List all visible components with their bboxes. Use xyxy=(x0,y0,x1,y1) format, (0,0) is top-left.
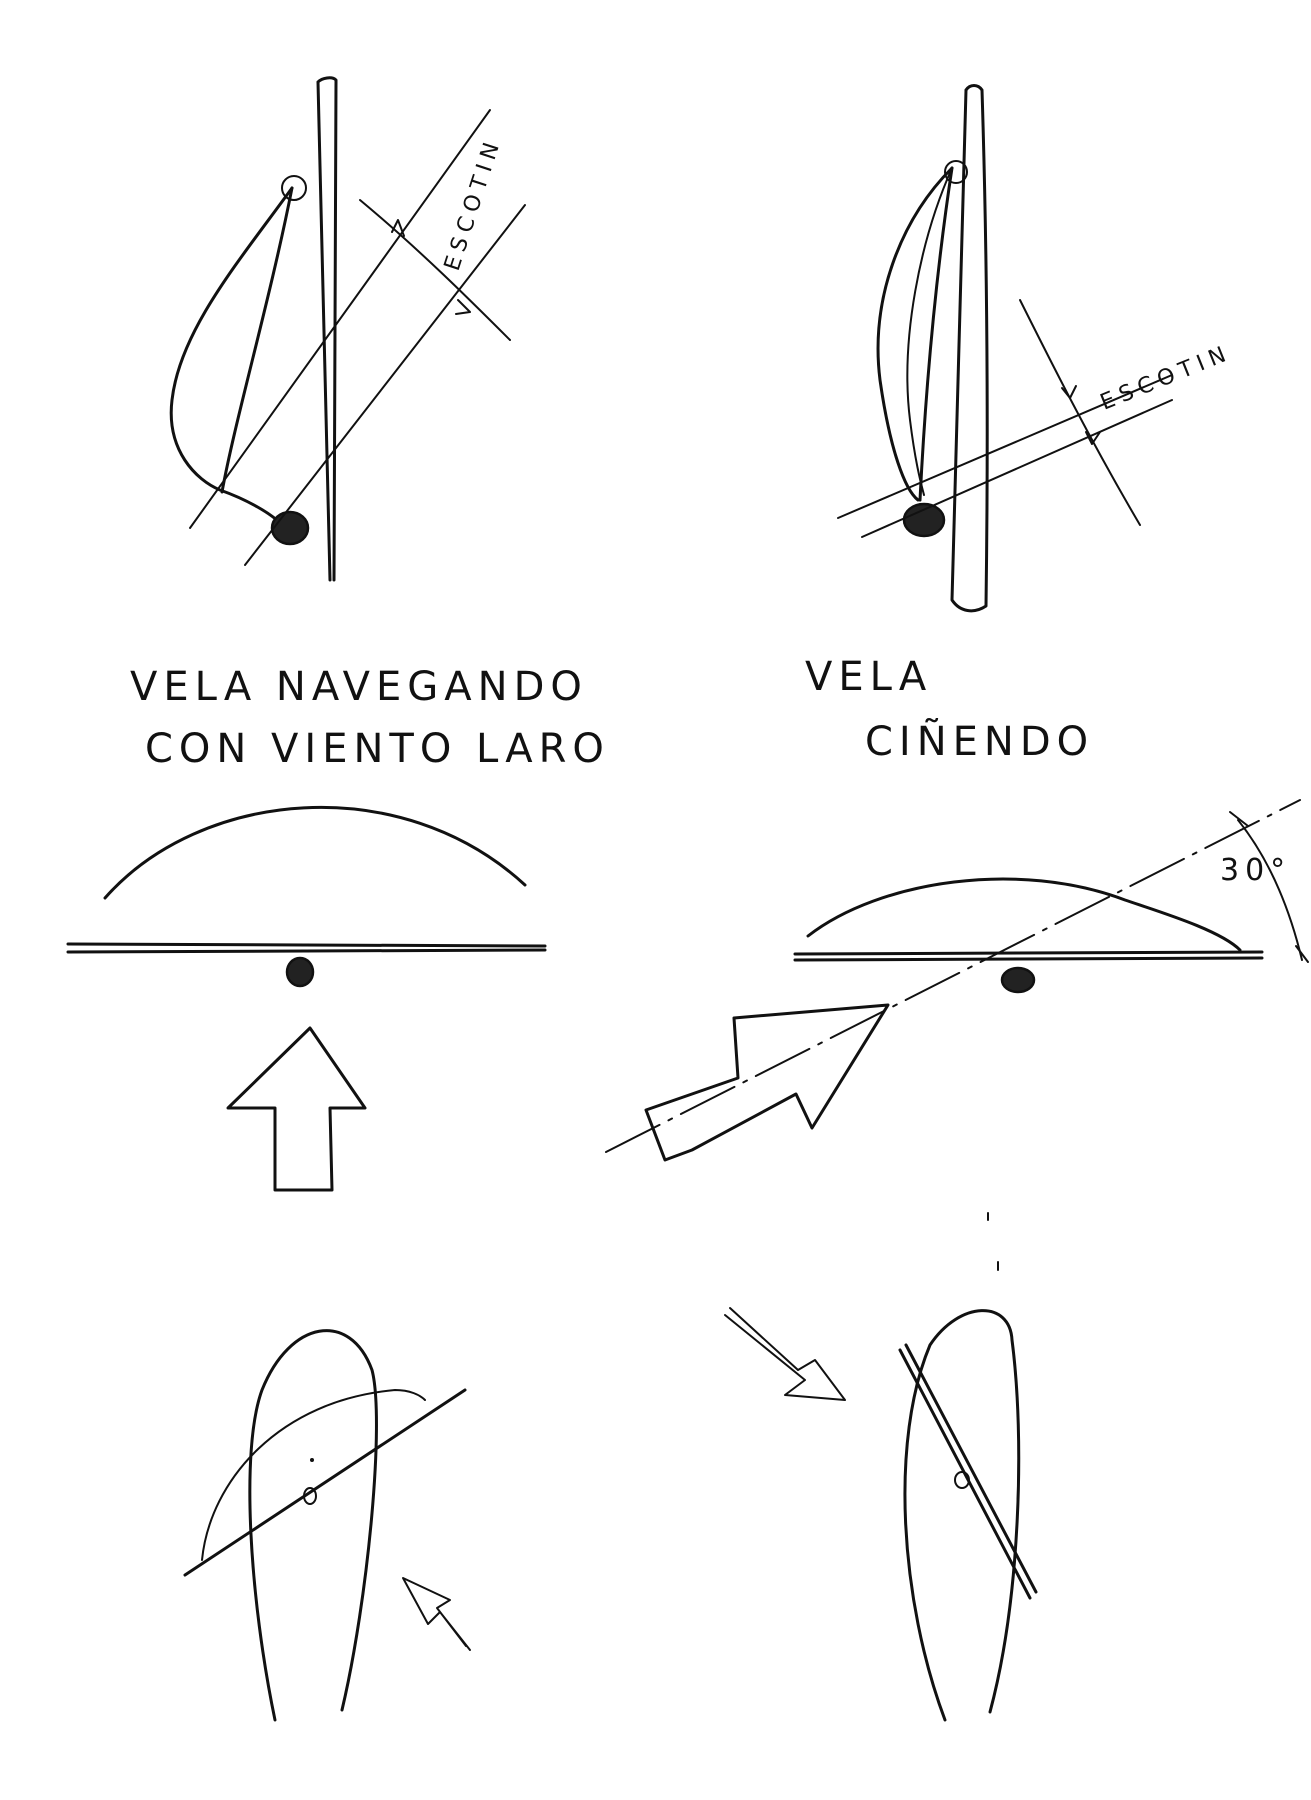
boom-top-view-left xyxy=(66,942,547,954)
sheet-line-right-1 xyxy=(837,374,1173,519)
wind-arrow-from-bow-quarter xyxy=(644,1003,890,1162)
mast-right xyxy=(950,84,989,613)
mast-plan-left xyxy=(303,1487,317,1505)
mast-plan-right xyxy=(954,1471,970,1489)
mast-dot-small-left xyxy=(310,1458,314,1462)
sail-inner-right xyxy=(906,167,953,496)
caption-left-line-1: VELA NAVEGANDO xyxy=(130,664,588,710)
sail-belly-right xyxy=(876,166,954,502)
top-view-closehauled: 30° xyxy=(605,799,1309,1162)
hull-outline-left xyxy=(248,1329,378,1722)
mast-dot-top-view-left xyxy=(285,956,315,988)
wind-axis-line xyxy=(605,799,1301,1153)
caption-right-line-1: VELA xyxy=(805,654,932,700)
wind-arrow-plan-left xyxy=(402,1577,471,1651)
tack-fitting-right xyxy=(902,502,946,538)
sail-leech-right xyxy=(918,166,954,502)
boom-line-plan-right xyxy=(898,1343,1038,1600)
wind-arrow-from-stern xyxy=(226,1026,367,1192)
sail-leech-left xyxy=(220,186,294,494)
tack-fitting-left xyxy=(270,510,310,546)
wind-arrow-plan-right xyxy=(724,1307,846,1401)
caption-left: VELA NAVEGANDO CON VIENTO LARO xyxy=(130,664,610,772)
sail-reaching-side-view: ESCOTIN xyxy=(169,76,526,582)
sail-arc-plan-left xyxy=(201,1389,426,1561)
angle-arc-ticks xyxy=(1229,811,1309,963)
dimension-arrow-left xyxy=(391,219,471,315)
caption-left-line-2: CON VIENTO LARO xyxy=(145,726,610,772)
clew-ring-top-right xyxy=(944,160,968,184)
caption-right-line-2: CIÑENDO xyxy=(865,717,1094,765)
top-view-reaching xyxy=(66,805,547,1192)
angle-arc-30 xyxy=(1237,819,1303,961)
hull-outline-right xyxy=(903,1309,1021,1722)
dimension-arrow-right xyxy=(1061,385,1101,445)
sheet-line-left-2 xyxy=(244,204,526,566)
dimension-arc-right xyxy=(1019,299,1141,526)
caption-right: VELA CIÑENDO xyxy=(805,654,1094,765)
escotin-label-right: ESCOTIN xyxy=(1097,340,1235,415)
sail-belly-left xyxy=(169,186,294,527)
boom-line-plan-left xyxy=(183,1388,467,1577)
mast-left xyxy=(316,76,338,582)
sheet-line-left-1 xyxy=(189,109,491,529)
sail-curve-top-view-right xyxy=(806,877,1242,952)
clew-ring-top-left xyxy=(281,175,307,201)
dimension-arc-left xyxy=(359,199,511,341)
mast-dot-top-view-right xyxy=(1000,966,1036,994)
hull-plan-reaching xyxy=(183,1329,471,1722)
sail-curve-top-view-left xyxy=(103,805,527,900)
hull-plan-closehauled xyxy=(724,1212,1038,1722)
escotin-label-left: ESCOTIN xyxy=(440,134,507,274)
sail-closehauled-side-view: ESCOTIN xyxy=(837,84,1235,613)
sheet-line-right-2 xyxy=(861,399,1173,538)
angle-label: 30° xyxy=(1220,853,1291,888)
boom-top-view-right xyxy=(793,950,1264,962)
